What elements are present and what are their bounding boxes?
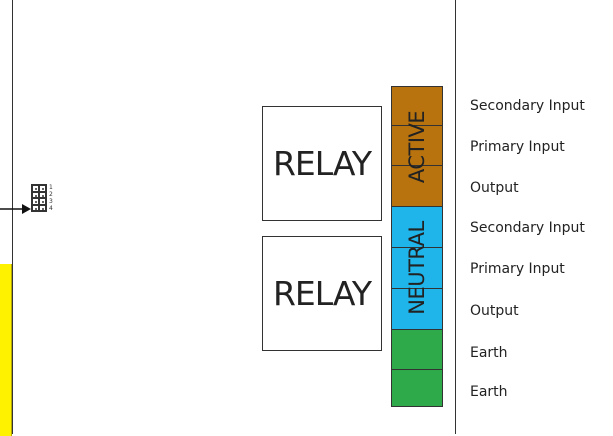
relay-label: RELAY	[272, 144, 372, 183]
relay-box-1: RELAY	[262, 106, 382, 221]
io-label-earth-1: Earth	[470, 345, 508, 361]
terminal-block-earth	[391, 329, 443, 407]
connector-pin	[39, 204, 46, 211]
yellow-cable-strip	[0, 264, 12, 436]
terminal-block-neutral: NEUTRAL	[391, 206, 443, 330]
connector-pin	[39, 185, 46, 192]
connector-pin-grid	[31, 184, 47, 212]
arrow-to-connector	[0, 204, 31, 214]
pin-number: 4	[49, 205, 53, 212]
terminal-block-active: ACTIVE	[391, 86, 443, 207]
io-label-primary-input-active: Primary Input	[470, 139, 565, 155]
terminal-divider	[392, 288, 442, 289]
neutral-label: NEUTRAL	[405, 221, 429, 315]
io-label-primary-input-neutral: Primary Input	[470, 261, 565, 277]
io-label-secondary-input-active: Secondary Input	[470, 98, 585, 114]
io-label-output-neutral: Output	[470, 303, 519, 319]
io-label-output-active: Output	[470, 180, 519, 196]
pin-number: 2	[49, 191, 53, 198]
terminal-divider	[392, 165, 442, 166]
connector-pin	[39, 191, 46, 198]
connector-pin	[39, 198, 46, 205]
connector-pin	[32, 198, 39, 205]
connector-pin	[32, 185, 39, 192]
pin-number: 1	[49, 184, 53, 191]
connector-pin	[32, 191, 39, 198]
connector-pin	[32, 204, 39, 211]
relay-box-2: RELAY	[262, 236, 382, 351]
terminal-divider	[392, 125, 442, 126]
enclosure-outline	[12, 0, 456, 434]
io-label-earth-2: Earth	[470, 384, 508, 400]
io-label-secondary-input-neutral: Secondary Input	[470, 220, 585, 236]
terminal-divider	[392, 247, 442, 248]
connector-pin-numbers: 1 2 3 4	[49, 184, 53, 212]
pin-number: 3	[49, 198, 53, 205]
active-label: ACTIVE	[405, 110, 429, 183]
terminal-divider	[392, 369, 442, 370]
relay-label: RELAY	[272, 274, 372, 313]
